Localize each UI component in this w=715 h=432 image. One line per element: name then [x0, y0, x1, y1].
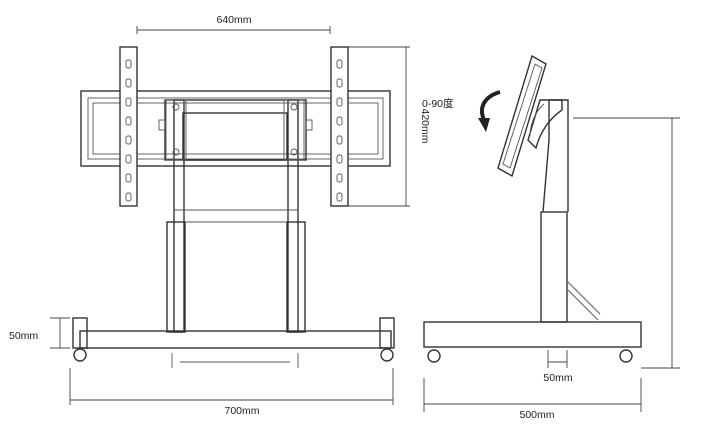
dimension-base-height: 50mm — [9, 317, 70, 349]
base-depth-label: 500mm — [519, 409, 554, 421]
dimension-column-width: 50mm — [543, 350, 573, 384]
center-mount-plate — [158, 99, 313, 161]
dimension-420: 420mm — [348, 46, 431, 207]
dimension-500: 500mm — [423, 378, 642, 421]
column-width-label: 50mm — [543, 372, 572, 384]
vesa-bracket-left — [119, 46, 138, 207]
tilt-indicator: 0-90度 — [422, 90, 501, 132]
side-column — [540, 99, 601, 323]
side-view: 0-90度 50mm 500mm — [422, 54, 680, 421]
mount-width-label: 640mm — [216, 14, 251, 26]
side-base — [423, 321, 642, 363]
mount-frame — [80, 90, 391, 167]
dimension-overall-height — [573, 117, 680, 369]
dimension-700: 700mm — [69, 368, 394, 417]
column-width-mark-front — [171, 353, 299, 368]
base-width-label: 700mm — [224, 405, 259, 417]
front-base — [72, 317, 395, 362]
tilt-head — [497, 54, 563, 178]
base-height-label: 50mm — [9, 330, 38, 342]
dimension-640: 640mm — [136, 14, 331, 34]
front-view: 640mm 420mm 50mm 700mm — [9, 14, 431, 417]
mount-height-label: 420mm — [419, 108, 431, 143]
vesa-bracket-right — [330, 46, 349, 207]
tilt-range-label: 0-90度 — [422, 97, 454, 110]
